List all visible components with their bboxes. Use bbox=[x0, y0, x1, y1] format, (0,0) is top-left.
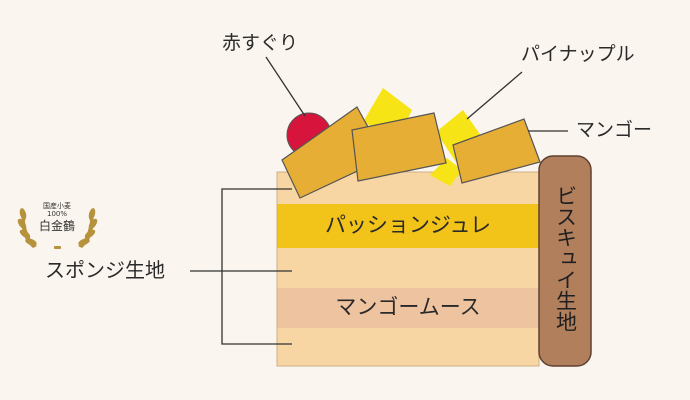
sponge-bracket bbox=[221, 188, 292, 345]
laurel-badge bbox=[17, 208, 98, 249]
label-sponge: スポンジ生地 bbox=[45, 258, 165, 282]
sponge-layer-bottom bbox=[277, 328, 539, 366]
mango-cube bbox=[452, 118, 541, 184]
sponge-layer-middle bbox=[277, 248, 539, 288]
badge-line1: 国産小麦 bbox=[43, 202, 71, 210]
label-pineapple: パイナップル bbox=[521, 43, 635, 65]
passion-gelee-layer bbox=[277, 204, 539, 248]
label-mango: マンゴー bbox=[576, 119, 653, 141]
badge-line3: 白金鶴 bbox=[38, 219, 75, 233]
leader-pineapple bbox=[466, 71, 523, 120]
badge-line2: 100% bbox=[46, 210, 67, 218]
label-mango-mousse: マンゴームース bbox=[335, 295, 481, 319]
leader-red-currant bbox=[265, 56, 306, 117]
mango-mousse-layer bbox=[277, 288, 539, 328]
pineapple-piece bbox=[430, 158, 462, 186]
label-biscuit: ビスキュイ生地 bbox=[553, 185, 578, 332]
label-passion-gelee: パッションジュレ bbox=[324, 213, 492, 237]
mango-cube bbox=[351, 112, 447, 182]
label-red-currant: 赤すぐり bbox=[222, 32, 299, 54]
biscuit-strip bbox=[538, 155, 592, 367]
